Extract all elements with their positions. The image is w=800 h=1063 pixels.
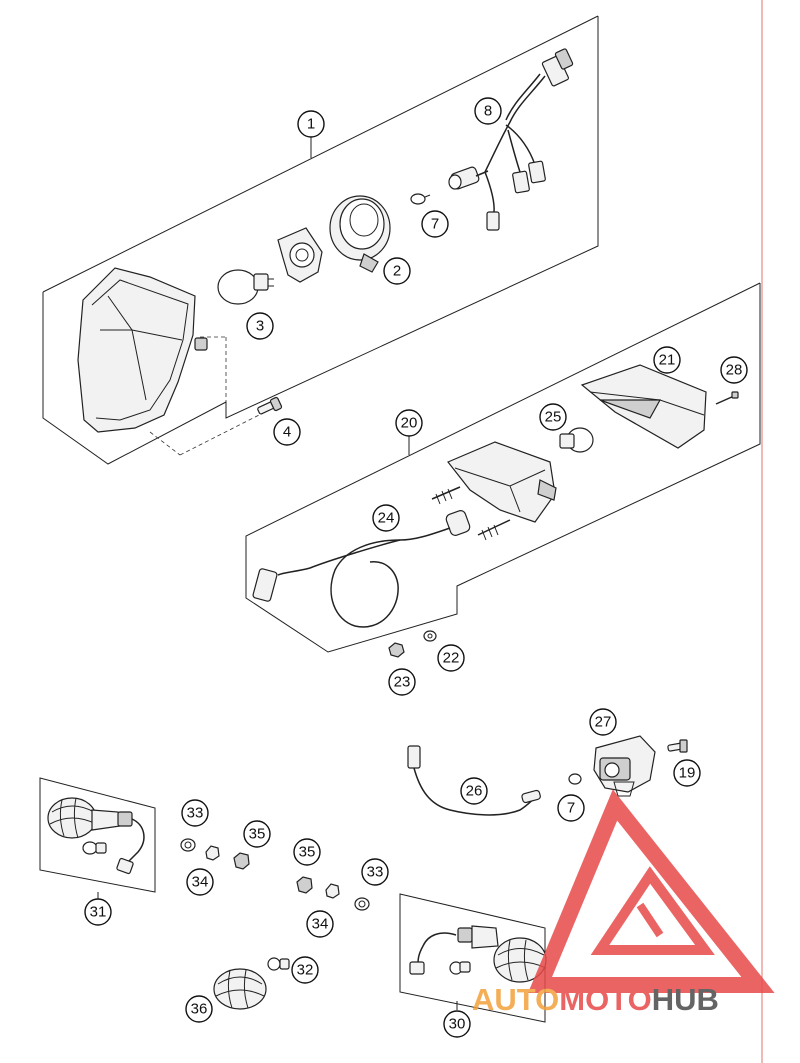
- svg-text:3: 3: [256, 318, 264, 335]
- callout-21: 21: [653, 346, 681, 374]
- svg-text:33: 33: [187, 805, 204, 822]
- svg-text:7: 7: [567, 800, 575, 817]
- callout-24: 24: [372, 504, 400, 532]
- svg-text:31: 31: [90, 904, 107, 921]
- tail-light-assembly-group: [245, 282, 761, 658]
- callout-7-headlight: 7: [421, 210, 449, 238]
- svg-text:8: 8: [484, 103, 492, 120]
- tail-light-housing: [431, 441, 557, 541]
- callout-27: 27: [589, 708, 617, 736]
- svg-text:23: 23: [394, 674, 411, 691]
- license-light-wiring: [407, 745, 541, 816]
- callout-34-right: 34: [306, 910, 334, 938]
- svg-text:27: 27: [595, 714, 612, 731]
- right-signal-frame: [399, 893, 546, 1023]
- headlight-bulb: [217, 269, 274, 305]
- svg-text:33: 33: [367, 864, 384, 881]
- svg-text:35: 35: [249, 826, 266, 843]
- tail-light-frame: [245, 282, 761, 653]
- headlight-wiring-harness: [448, 48, 574, 231]
- svg-text:22: 22: [443, 650, 460, 667]
- svg-text:26: 26: [466, 783, 483, 800]
- license-light-bulb: [568, 773, 582, 785]
- watermark-hub: HUB: [652, 982, 719, 1017]
- callout-33-left: 33: [181, 799, 209, 827]
- svg-text:30: 30: [449, 1016, 466, 1033]
- right-signal-lens: [409, 925, 547, 983]
- callout-28: 28: [720, 356, 748, 384]
- left-signal-lens: [47, 797, 145, 875]
- parking-bulb: [410, 193, 431, 205]
- svg-text:21: 21: [659, 352, 676, 369]
- callout-25: 25: [539, 403, 567, 431]
- tail-light-nut-washer: [388, 630, 437, 658]
- callout-20: 20: [395, 409, 423, 437]
- callout-4: 4: [273, 418, 301, 446]
- svg-text:7: 7: [431, 216, 439, 233]
- license-light-screw: [667, 739, 688, 753]
- bulb-holder: [277, 227, 323, 283]
- svg-text:25: 25: [545, 409, 562, 426]
- svg-text:35: 35: [299, 844, 316, 861]
- callout-23: 23: [388, 668, 416, 696]
- callout-36: 36: [185, 995, 213, 1023]
- automotohub-watermark: AUTOMOTOHUB: [472, 789, 775, 1017]
- reflector-screw: [715, 391, 739, 405]
- rubber-boot: [329, 195, 391, 273]
- svg-text:34: 34: [192, 874, 209, 891]
- callout-2: 2: [383, 257, 411, 285]
- svg-text:2: 2: [393, 263, 401, 280]
- callout-8: 8: [474, 97, 502, 125]
- callout-22: 22: [437, 644, 465, 672]
- callout-35-left: 35: [243, 820, 271, 848]
- callout-35-right: 35: [293, 838, 321, 866]
- callout-34-left: 34: [186, 868, 214, 896]
- svg-text:28: 28: [726, 362, 743, 379]
- callout-26: 26: [460, 777, 488, 805]
- callout-19: 19: [673, 759, 701, 787]
- license-light-housing: [593, 735, 656, 797]
- callout-33-right: 33: [361, 858, 389, 886]
- callout-1: 1: [297, 110, 325, 138]
- tail-light-bulb: [559, 427, 594, 453]
- callout-31: 31: [84, 898, 112, 926]
- watermark-auto: AUTO: [472, 982, 559, 1017]
- tail-light-wiring: [252, 510, 471, 628]
- callout-7-license: 7: [557, 794, 585, 822]
- left-signal-frame: [39, 777, 156, 893]
- headlight-screw: [257, 396, 283, 415]
- svg-text:20: 20: [401, 415, 418, 432]
- headlight-mask: [77, 267, 208, 433]
- svg-text:4: 4: [283, 424, 291, 441]
- watermark-text: AUTOMOTOHUB: [472, 982, 719, 1017]
- license-light-group: [407, 735, 688, 816]
- watermark-moto: MOTO: [559, 982, 651, 1017]
- callout-30: 30: [443, 1010, 471, 1038]
- headlight-assembly-group: [42, 15, 599, 465]
- svg-text:24: 24: [378, 510, 395, 527]
- svg-text:36: 36: [191, 1001, 208, 1018]
- right-turn-signal-group: [399, 893, 547, 1023]
- left-turn-signal-group: [39, 777, 156, 900]
- svg-text:32: 32: [297, 962, 314, 979]
- reflector-pad: [580, 364, 707, 449]
- callout-3: 3: [246, 312, 274, 340]
- callout-32: 32: [291, 956, 319, 984]
- svg-text:34: 34: [312, 916, 329, 933]
- svg-text:1: 1: [307, 116, 315, 133]
- svg-text:19: 19: [679, 765, 696, 782]
- watermark-logo-triangle: [528, 789, 775, 993]
- turn-signal-spare-lens: [213, 968, 267, 1010]
- turn-signal-hardware: [180, 838, 370, 971]
